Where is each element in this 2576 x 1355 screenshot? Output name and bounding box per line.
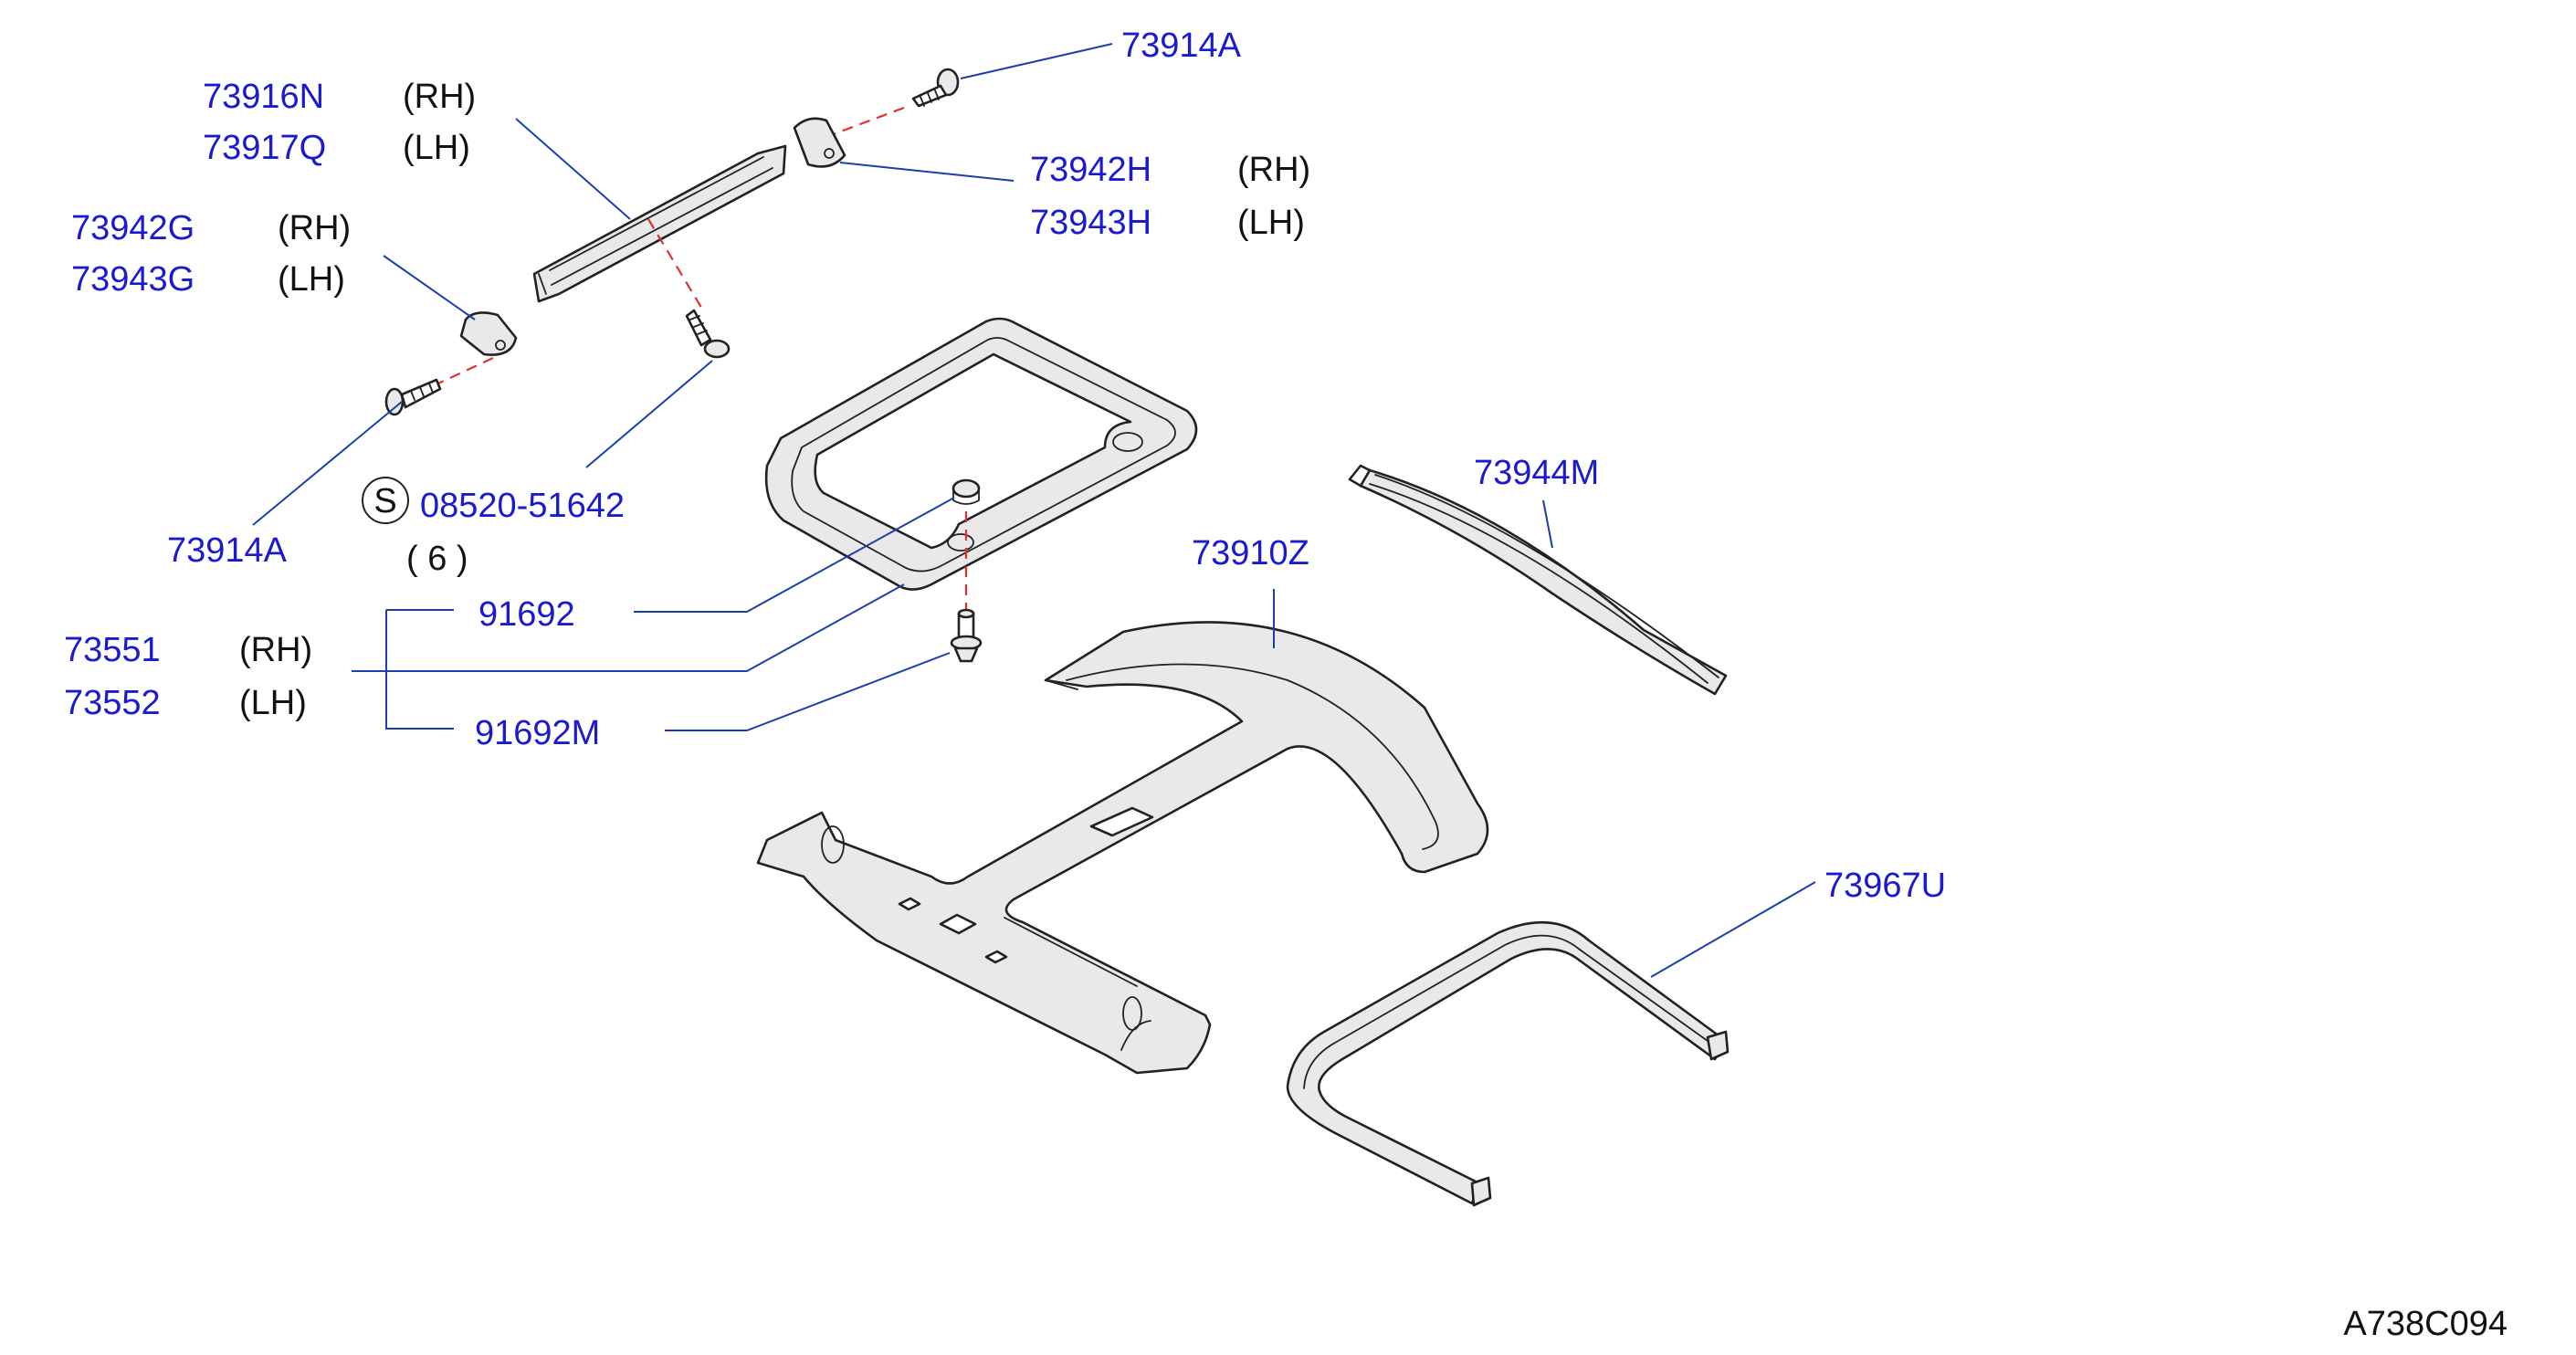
- callout-c10[interactable]: 73944M: [1474, 454, 1599, 492]
- callout-c9[interactable]: 73914A: [167, 531, 288, 570]
- part-number-91692m: 91692M: [475, 714, 600, 752]
- part-number-08520-51642: 08520-51642: [420, 487, 625, 525]
- callout-c4[interactable]: 73942H (RH): [1030, 151, 1310, 189]
- callout-c12[interactable]: 91692: [478, 595, 575, 634]
- screw-center: [685, 309, 731, 359]
- callout-c15[interactable]: 91692M: [475, 714, 600, 752]
- callout-c6[interactable]: 73942G (RH): [71, 209, 351, 247]
- callout-c13[interactable]: 73551 (RH): [64, 631, 312, 669]
- side-rh: (RH): [403, 78, 476, 116]
- part-number-73943h: 73943H: [1030, 204, 1151, 242]
- pin-91692m: [950, 608, 983, 663]
- callout-c5[interactable]: 73943H (LH): [1030, 204, 1305, 242]
- part-number-73943g: 73943G: [71, 260, 195, 299]
- diagram-code: A738C094: [2343, 1305, 2508, 1343]
- callout-c14[interactable]: 73552 (LH): [64, 684, 307, 722]
- sunroof-frame: [764, 317, 1198, 591]
- part-number-91692: 91692: [478, 595, 575, 634]
- dash-line-1: [830, 106, 905, 137]
- side-rh: (RH): [1237, 151, 1310, 189]
- part-number-73916n: 73916N: [203, 78, 324, 116]
- standard-part-prefix: S: [373, 482, 396, 520]
- part-number-73942h: 73942H: [1030, 151, 1151, 189]
- part-number-73914a-top: 73914A: [1121, 26, 1242, 65]
- weatherstrip-73944m: [1348, 464, 1728, 696]
- callout-c1[interactable]: 73914A: [1121, 26, 1242, 65]
- headliner-73910z: [756, 621, 1489, 1075]
- weatherstrip-73967u: [1286, 920, 1730, 1207]
- part-number-73914a-left: 73914A: [167, 531, 288, 570]
- side-lh: (LH): [239, 684, 307, 722]
- side-rh: (RH): [278, 209, 351, 247]
- cap-73942g: [459, 311, 518, 356]
- part-number-73967u: 73967U: [1824, 867, 1946, 905]
- side-rh: (RH): [239, 631, 312, 669]
- part-number-73917q: 73917Q: [203, 129, 326, 167]
- screw-73914a-left: [384, 378, 442, 416]
- callout-c3[interactable]: 73917Q (LH): [203, 129, 470, 167]
- callout-c7[interactable]: 73943G (LH): [71, 260, 345, 299]
- part-number-73551: 73551: [64, 631, 161, 669]
- callout-c2[interactable]: 73916N (RH): [203, 78, 476, 116]
- part-number-73944m: 73944M: [1474, 454, 1599, 492]
- dash-line-3: [437, 357, 494, 384]
- part-number-73552: 73552: [64, 684, 161, 722]
- leader-lines: [252, 43, 1816, 978]
- clip-91692: [952, 478, 981, 505]
- cap-73942h: [793, 117, 846, 168]
- side-lh: (LH): [403, 129, 470, 167]
- standard-part-circle: [362, 477, 409, 524]
- callout-c8[interactable]: S 08520-51642 ( 6 ): [362, 477, 625, 578]
- screw-73914a-top: [911, 68, 960, 108]
- side-lh: (LH): [1237, 204, 1305, 242]
- part-number-73942g: 73942G: [71, 209, 195, 247]
- callout-c16[interactable]: 73967U: [1824, 867, 1946, 905]
- quantity: ( 6 ): [406, 540, 468, 578]
- part-number-73910z: 73910Z: [1192, 534, 1309, 572]
- side-lh: (LH): [278, 260, 345, 299]
- callout-c11[interactable]: 73910Z: [1192, 534, 1309, 572]
- rail-73916n: [532, 144, 787, 303]
